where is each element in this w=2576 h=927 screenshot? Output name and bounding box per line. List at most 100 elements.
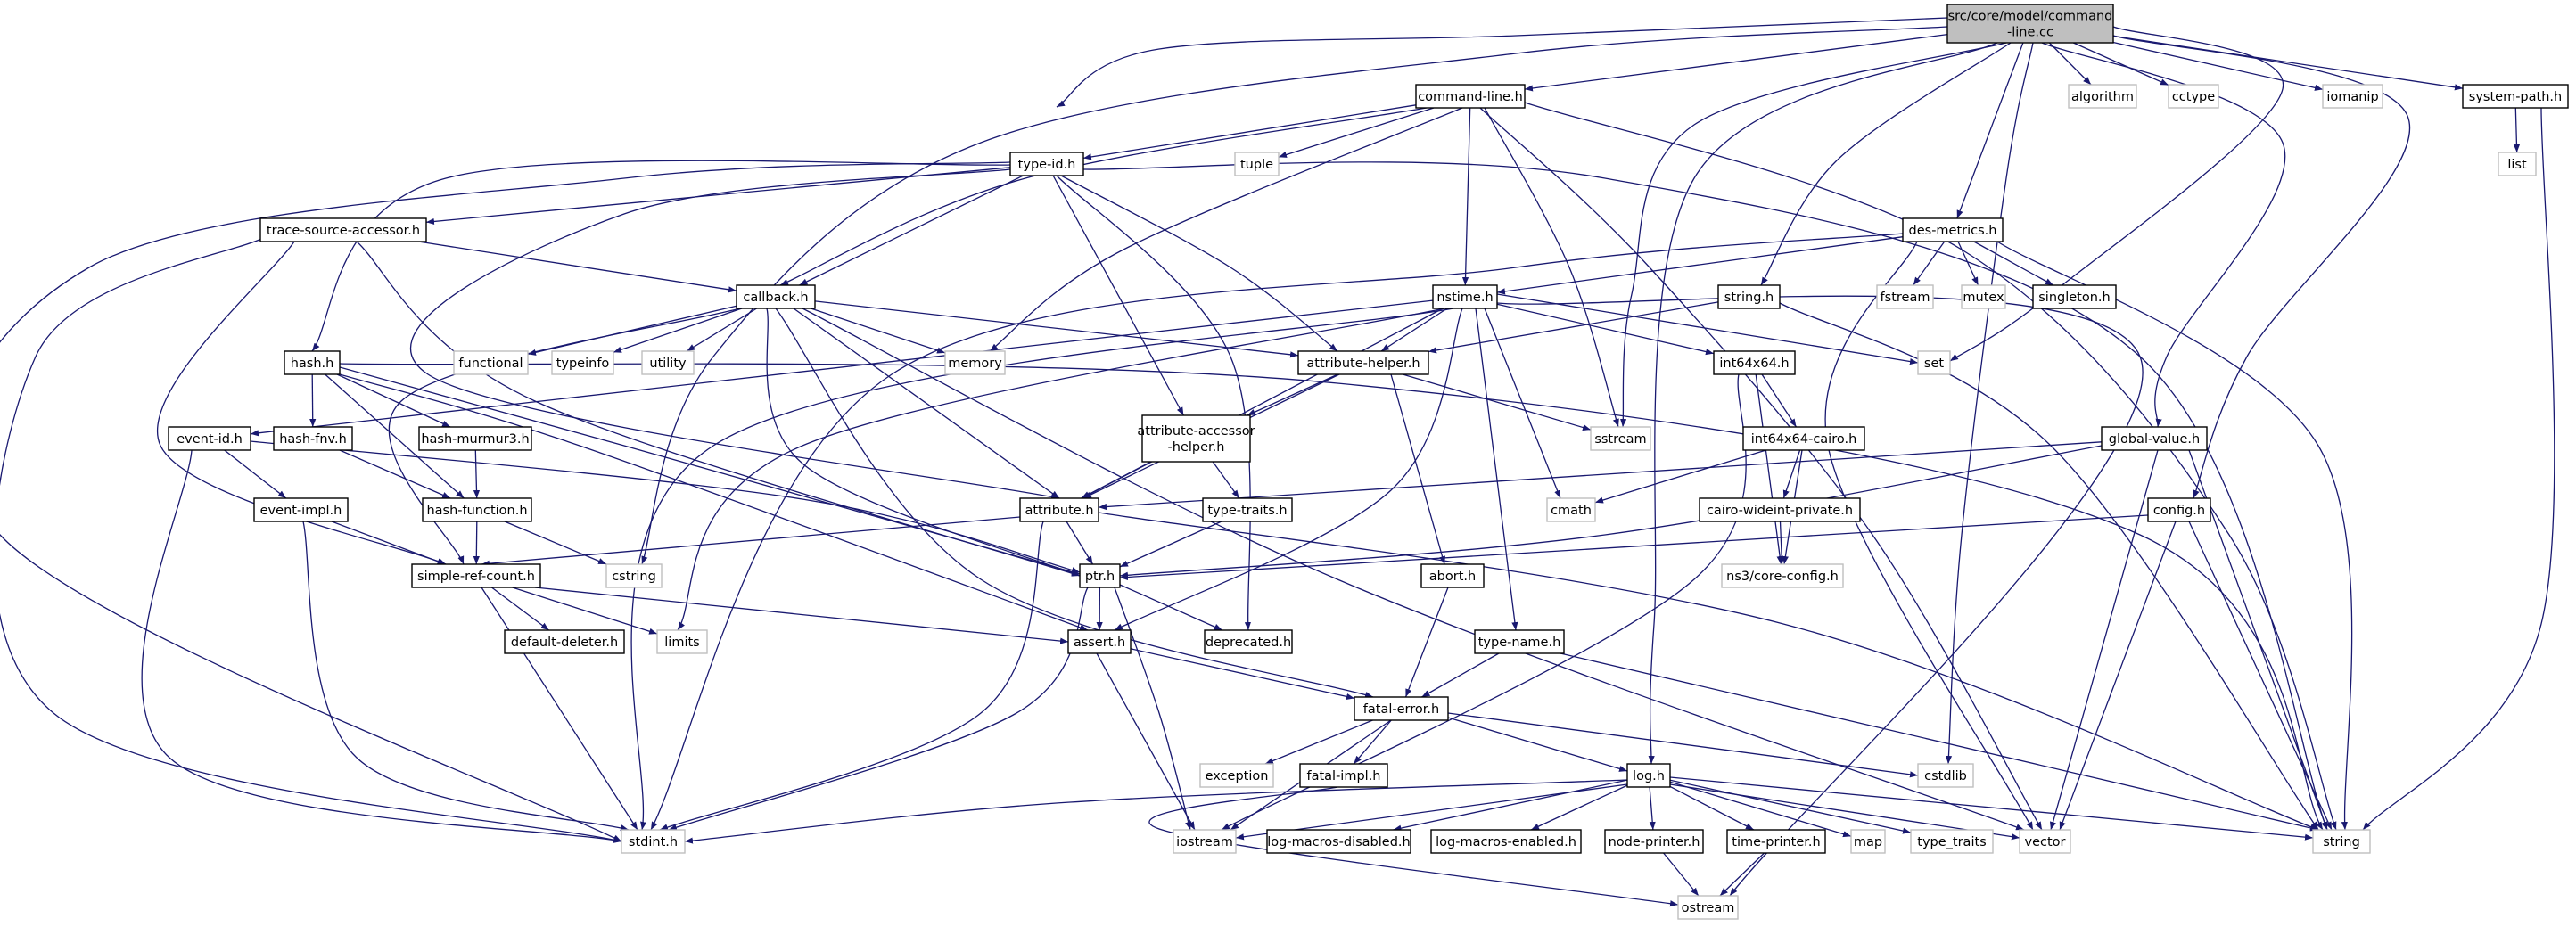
node-hash-h[interactable]: hash.h: [284, 350, 341, 375]
node-label: hash-murmur3.h: [421, 432, 529, 447]
node-default-deleter-h[interactable]: default-deleter.h: [504, 629, 625, 654]
edge-global-value-h-to-ptr-h: [1119, 445, 2103, 578]
node-label: limits: [664, 636, 699, 650]
edge-event-impl-h-to-simple-ref-count-h: [331, 521, 446, 565]
node-box: [253, 497, 349, 522]
node-label: functional: [458, 357, 523, 371]
edge-int64x64-h-to-int64x64-cairo-h: [1761, 373, 1798, 428]
node-hash-murmur3-h[interactable]: hash-murmur3.h: [418, 426, 532, 451]
edge-nstime-h-to-event-id-h: [250, 299, 1434, 437]
node-root[interactable]: src/core/model/command-line.cc: [1946, 4, 2114, 44]
node-system-path-h[interactable]: system-path.h: [2462, 84, 2569, 109]
node-deprecated-h[interactable]: deprecated.h: [1204, 629, 1293, 654]
edge-root-to-command-line-h: [1524, 33, 1948, 92]
node-label: simple-ref-count.h: [417, 570, 535, 584]
node-box: [1474, 629, 1565, 654]
node-label: time-printer.h: [1732, 835, 1820, 849]
edge-trace-source-accessor-h-to-callback-h: [418, 241, 737, 293]
node-callback-h[interactable]: callback.h: [736, 284, 816, 309]
edge-callback-h-to-vector: [802, 308, 2025, 831]
node-label: cctype: [2172, 90, 2215, 104]
node-label: config.h: [2153, 504, 2205, 518]
node-global-value-h[interactable]: global-value.h: [2101, 426, 2208, 451]
node-attribute-accessor-helper-h[interactable]: attribute-accessor-helper.h: [1137, 414, 1255, 463]
node-command-line-h[interactable]: command-line.h: [1415, 84, 1526, 109]
edge-type-id-h-to-deprecated-h: [1056, 175, 1252, 631]
edge-ptr-h-to-iostream: [1114, 587, 1192, 831]
node-ptr-h[interactable]: ptr.h: [1079, 563, 1121, 588]
edge-type-name-h-to-fatal-error-h: [1421, 652, 1500, 698]
node-label: tuple: [1240, 158, 1273, 172]
node-int64x64-h[interactable]: int64x64.h: [1713, 350, 1796, 375]
node-algorithm: algorithm: [2068, 84, 2137, 109]
node-box: [1420, 563, 1485, 588]
node-cairo-wideint-private-h[interactable]: cairo-wideint-private.h: [1699, 497, 1861, 522]
node-label: des-metrics.h: [1909, 224, 1997, 238]
node-box: [621, 829, 686, 854]
node-int64x64-cairo-h[interactable]: int64x64-cairo.h: [1742, 426, 1865, 451]
edge-int64x64-h-to-iostream: [1221, 373, 1747, 831]
node-box: [2498, 152, 2537, 176]
node-box: [1713, 350, 1796, 375]
node-memory: memory: [944, 350, 1006, 375]
node-label: string: [2323, 835, 2360, 849]
node-attribute-helper-h[interactable]: attribute-helper.h: [1297, 350, 1429, 375]
edge-log-h-to-type-traits: [1669, 779, 1912, 834]
node-label: event-id.h: [177, 432, 243, 447]
node-box: [1742, 426, 1865, 451]
node-nstime-h[interactable]: nstime.h: [1432, 284, 1498, 309]
node-label: default-deleter.h: [511, 636, 618, 650]
node-assert-h[interactable]: assert.h: [1067, 629, 1132, 654]
node-type-id-h[interactable]: type-id.h: [1009, 152, 1084, 176]
node-abort-h[interactable]: abort.h: [1420, 563, 1485, 588]
node-label: attribute-helper.h: [1306, 357, 1420, 371]
edges: [0, 17, 2555, 907]
edge-command-line-h-to-vector: [1479, 107, 2043, 831]
node-box: [656, 629, 708, 654]
node-attribute-h[interactable]: attribute.h: [1019, 497, 1099, 522]
node-hash-fnv-h[interactable]: hash-fnv.h: [273, 426, 353, 451]
node-node-printer-h[interactable]: node-printer.h: [1604, 829, 1704, 854]
node-hash-function-h[interactable]: hash-function.h: [422, 497, 532, 522]
edge-event-impl-h-to-stdint-h: [302, 521, 630, 832]
node-box: [411, 563, 541, 588]
edge-hash-function-h-to-simple-ref-count-h: [473, 521, 480, 565]
node-event-impl-h[interactable]: event-impl.h: [253, 497, 349, 522]
node-type-traits-h[interactable]: type-traits.h: [1202, 497, 1293, 522]
node-box: [453, 350, 529, 375]
node-log-h[interactable]: log.h: [1626, 763, 1671, 788]
node-box: [1910, 829, 1994, 854]
node-box: [2322, 84, 2383, 109]
node-simple-ref-count-h[interactable]: simple-ref-count.h: [411, 563, 541, 588]
node-des-metrics-h[interactable]: des-metrics.h: [1902, 217, 2004, 242]
node-fatal-impl-h[interactable]: fatal-impl.h: [1299, 763, 1388, 788]
node-cstdlib: cstdlib: [1917, 763, 1974, 788]
node-label: log-macros-disabled.h: [1267, 835, 1410, 849]
node-box: [605, 563, 663, 588]
node-iostream: iostream: [1173, 829, 1237, 854]
node-log-macros-disabled-h[interactable]: log-macros-disabled.h: [1266, 829, 1411, 854]
node-log-macros-enabled-h[interactable]: log-macros-enabled.h: [1430, 829, 1582, 854]
node-functional: functional: [453, 350, 529, 375]
node-singleton-h[interactable]: singleton.h: [2032, 284, 2117, 309]
node-fatal-error-h[interactable]: fatal-error.h: [1354, 696, 1449, 721]
edge-int64x64-cairo-h-to-cmath: [1594, 449, 1766, 504]
node-trace-source-accessor-h[interactable]: trace-source-accessor.h: [259, 217, 427, 242]
edge-type-name-h-to-string: [1560, 652, 2319, 832]
node-config-h[interactable]: config.h: [2147, 497, 2211, 522]
node-box: [1266, 829, 1411, 854]
node-type-name-h[interactable]: type-name.h: [1474, 629, 1565, 654]
edge-fatal-error-h-to-fatal-impl-h: [1353, 719, 1392, 765]
node-time-printer-h[interactable]: time-printer.h: [1726, 829, 1826, 854]
node-typeinfo: typeinfo: [551, 350, 614, 375]
node-string-h[interactable]: string.h: [1717, 284, 1781, 309]
node-box: [641, 350, 695, 375]
node-event-id-h[interactable]: event-id.h: [168, 426, 251, 451]
node-label: trace-source-accessor.h: [267, 224, 420, 238]
edge-attribute-helper-h-to-attribute-accessor-helper-h: [1247, 373, 1338, 416]
node-label: type-traits.h: [1207, 504, 1287, 518]
edge-nstime-h-to-set: [1496, 293, 1919, 365]
edge-log-h-to-log-macros-disabled-h: [1393, 779, 1628, 832]
edge-root-to-global-value-h: [2041, 42, 2286, 428]
edge-callback-h-to-memory: [811, 308, 946, 354]
